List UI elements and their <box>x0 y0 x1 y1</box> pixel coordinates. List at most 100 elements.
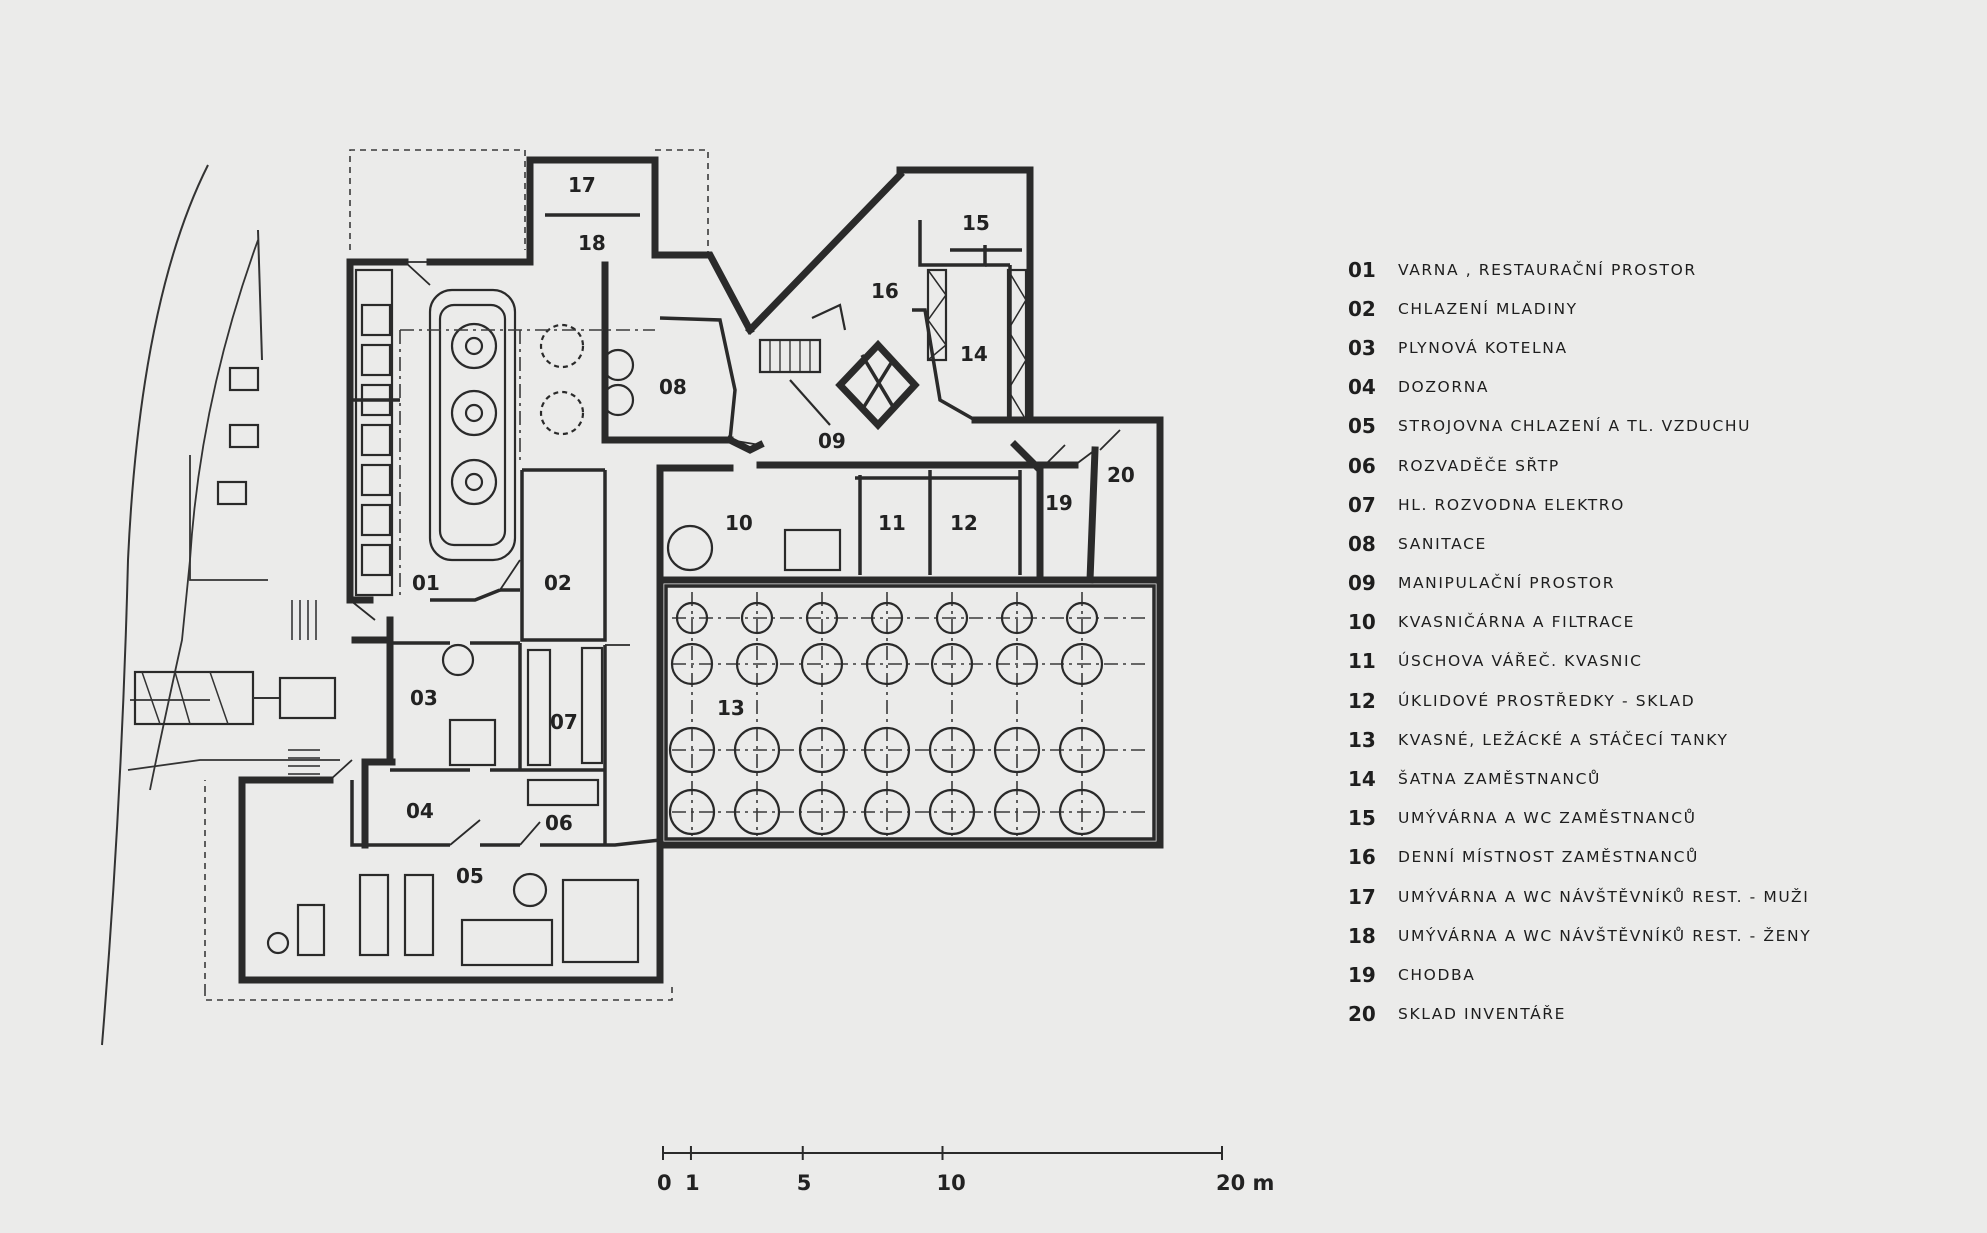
legend-label: STROJOVNA CHLAZENÍ A TL. VZDUCHU <box>1398 417 1752 436</box>
room-legend: 01 VARNA , RESTAURAČNÍ PROSTOR 02 CHLAZENÍ … <box>1348 250 1948 1034</box>
room-label-20: 20 <box>1107 463 1135 487</box>
room-label-04: 04 <box>406 799 434 823</box>
tank <box>935 601 969 635</box>
legend-item: 05 STROJOVNA CHLAZENÍ A TL. VZDUCHU <box>1348 407 1948 446</box>
legend-label: CHODBA <box>1398 965 1476 984</box>
tank <box>668 788 716 836</box>
legend-item: 02 CHLAZENÍ MLADINY <box>1348 289 1948 328</box>
tank-grid <box>668 592 1150 836</box>
tank <box>675 601 709 635</box>
legend-item: 07 HL. ROZVODNA ELEKTRO <box>1348 485 1948 524</box>
room-label-12: 12 <box>950 511 978 535</box>
legend-label: PLYNOVÁ KOTELNA <box>1398 338 1568 357</box>
legend-label: KVASNIČÁRNA A FILTRACE <box>1398 613 1635 632</box>
tank <box>800 642 844 686</box>
tank <box>863 788 911 836</box>
legend-item: 20 SKLAD INVENTÁŘE <box>1348 995 1948 1034</box>
room-label-15: 15 <box>962 211 990 235</box>
legend-label: HL. ROZVODNA ELEKTRO <box>1398 495 1625 514</box>
room-label-16: 16 <box>871 279 899 303</box>
tank <box>668 726 716 774</box>
legend-number: 14 <box>1348 767 1376 792</box>
tank <box>735 642 779 686</box>
room-label-03: 03 <box>410 686 438 710</box>
tank <box>928 726 976 774</box>
tank <box>993 726 1041 774</box>
tank <box>1060 642 1104 686</box>
legend-label: DENNÍ MÍSTNOST ZAMĚSTNANCŮ <box>1398 848 1699 867</box>
room-label-14: 14 <box>960 342 988 366</box>
dashed-outlines <box>204 149 709 1001</box>
room-label-11: 11 <box>878 511 906 535</box>
tank <box>805 601 839 635</box>
legend-item: 15 UMÝVÁRNA A WC ZAMĚSTNANCŮ <box>1348 799 1948 838</box>
legend-label: UMÝVÁRNA A WC NÁVŠTĚVNÍKŮ REST. - MUŽI <box>1398 887 1810 906</box>
room-label-02: 02 <box>544 571 572 595</box>
legend-number: 17 <box>1348 884 1376 909</box>
site-boundary <box>101 164 340 1046</box>
tank <box>995 642 1039 686</box>
legend-number: 03 <box>1348 335 1376 360</box>
truck-drawing <box>133 670 337 726</box>
scale-tick-label: 1 <box>685 1171 700 1195</box>
room-label-09: 09 <box>818 429 846 453</box>
structural-grid <box>399 329 655 600</box>
tank <box>928 788 976 836</box>
legend-label: MANIPULAČNÍ PROSTOR <box>1398 574 1616 593</box>
legend-item: 17 UMÝVÁRNA A WC NÁVŠTĚVNÍKŮ REST. - MUŽI <box>1348 877 1948 916</box>
room-label-07: 07 <box>550 710 578 734</box>
scale-tick-label: 0 <box>657 1171 672 1195</box>
room-label-06: 06 <box>545 811 573 835</box>
legend-number: 01 <box>1348 257 1376 282</box>
legend-label: SANITACE <box>1398 534 1487 553</box>
tank <box>1058 788 1106 836</box>
legend-label: ROZVADĚČE SŘTP <box>1398 456 1560 475</box>
room-label-13: 13 <box>717 696 745 720</box>
room-label-05: 05 <box>456 864 484 888</box>
tank <box>798 788 846 836</box>
scale-tick-label: 10 <box>937 1171 966 1195</box>
legend-item: 16 DENNÍ MÍSTNOST ZAMĚSTNANCŮ <box>1348 838 1948 877</box>
legend-item: 03 PLYNOVÁ KOTELNA <box>1348 328 1948 367</box>
legend-number: 07 <box>1348 492 1376 517</box>
legend-number: 11 <box>1348 649 1376 674</box>
tank <box>733 788 781 836</box>
legend-number: 16 <box>1348 845 1376 870</box>
legend-number: 15 <box>1348 806 1376 831</box>
tank <box>733 726 781 774</box>
legend-number: 02 <box>1348 296 1376 321</box>
legend-number: 05 <box>1348 414 1376 439</box>
legend-number: 12 <box>1348 688 1376 713</box>
legend-number: 20 <box>1348 1002 1376 1027</box>
legend-number: 04 <box>1348 375 1376 400</box>
legend-label: ÚSCHOVA VÁŘEČ. KVASNIC <box>1398 652 1643 671</box>
legend-item: 01 VARNA , RESTAURAČNÍ PROSTOR <box>1348 250 1948 289</box>
tank <box>863 726 911 774</box>
legend-number: 08 <box>1348 531 1376 556</box>
legend-item: 08 SANITACE <box>1348 524 1948 563</box>
legend-label: VARNA , RESTAURAČNÍ PROSTOR <box>1398 260 1697 279</box>
scale-tick-label: 20 m <box>1216 1171 1274 1195</box>
legend-label: CHLAZENÍ MLADINY <box>1398 299 1578 318</box>
room-label-19: 19 <box>1045 491 1073 515</box>
tank <box>865 642 909 686</box>
legend-item: 09 MANIPULAČNÍ PROSTOR <box>1348 564 1948 603</box>
legend-label: SKLAD INVENTÁŘE <box>1398 1005 1567 1024</box>
legend-label: UMÝVÁRNA A WC ZAMĚSTNANCŮ <box>1398 809 1697 828</box>
legend-number: 09 <box>1348 571 1376 596</box>
room-labels: 01 02 03 04 05 06 07 08 09 10 11 12 13 1… <box>406 173 1135 888</box>
tank <box>798 726 846 774</box>
tank <box>1065 601 1099 635</box>
legend-label: UMÝVÁRNA A WC NÁVŠTĚVNÍKŮ REST. - ŽENY <box>1398 926 1812 945</box>
room-label-08: 08 <box>659 375 687 399</box>
